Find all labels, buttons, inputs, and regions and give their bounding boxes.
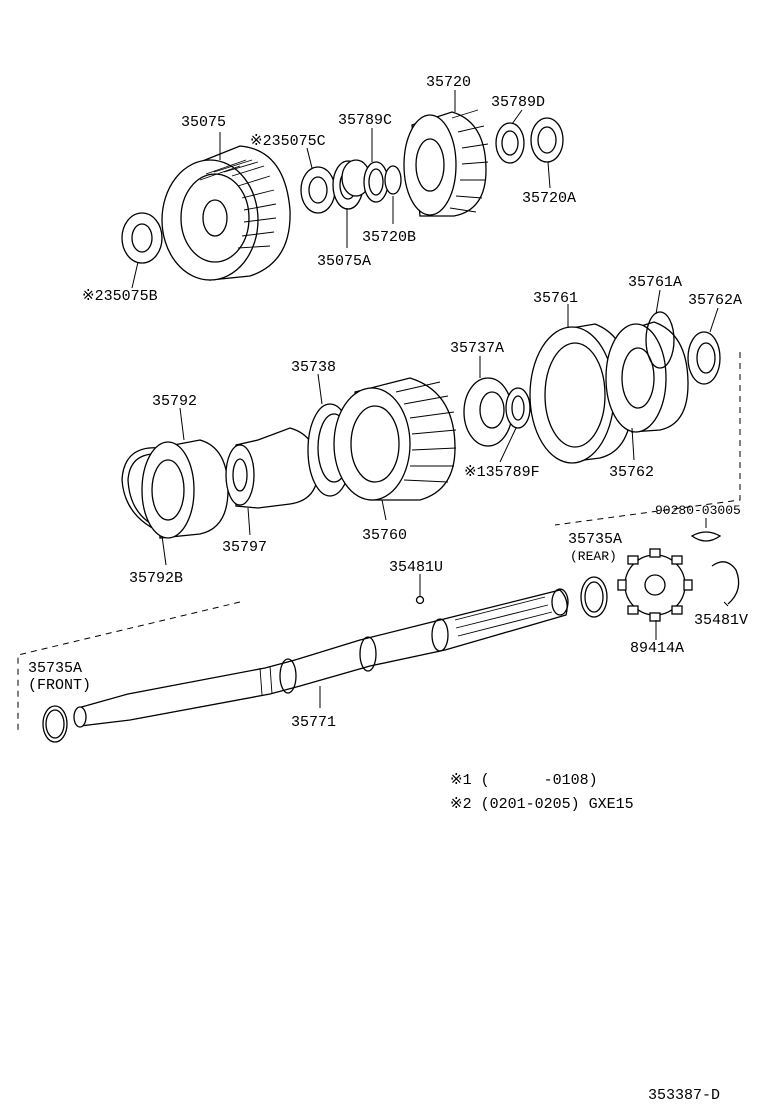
bearing-35792 — [141, 439, 229, 539]
snap-ring-35481v — [711, 561, 740, 605]
label-35797: 35797 — [222, 539, 267, 556]
label-35792: 35792 — [152, 393, 197, 410]
gear-35720 — [403, 109, 489, 217]
label-35075b: ※235075B — [82, 288, 158, 305]
label-35720: 35720 — [426, 74, 471, 91]
bearing-35762a — [687, 331, 721, 385]
label-35789c: 35789C — [338, 112, 392, 129]
label-35738: 35738 — [291, 359, 336, 376]
label-35762: 35762 — [609, 464, 654, 481]
label-35761a: 35761A — [628, 274, 682, 291]
label-35789f: ※135789F — [464, 464, 540, 481]
assembly-outline — [17, 352, 741, 730]
washer-35075b — [121, 212, 163, 264]
snap-ring-35761a — [645, 311, 675, 369]
label-front: (FRONT) — [28, 677, 91, 694]
footnotes: ※1 ( -0108) ※2 (0201-0205) GXE15 — [450, 772, 634, 813]
label-90280-03005: 90280-03005 — [655, 503, 741, 518]
washer-35789f — [505, 387, 531, 429]
bearing-35075a — [332, 159, 371, 210]
label-35762a: 35762A — [688, 292, 742, 309]
part-labels: 35720 35075 35789D 35789C ※235075C 35720… — [28, 74, 748, 731]
label-rear: (REAR) — [570, 549, 617, 564]
label-35075c: ※235075C — [250, 133, 326, 150]
leader-lines — [131, 90, 729, 708]
bearing-35720a — [530, 117, 564, 163]
label-35761: 35761 — [533, 290, 578, 307]
label-35737a: 35737A — [450, 340, 504, 357]
diagram-code: 353387-D — [648, 1087, 720, 1104]
label-35735a-front: 35735A — [28, 660, 82, 677]
label-35481v: 35481V — [694, 612, 748, 629]
ball-35481u — [415, 595, 425, 605]
sensor-rotor-89414a — [617, 548, 693, 622]
label-35735a-rear: 35735A — [568, 531, 622, 548]
washer-35075c — [300, 166, 336, 214]
note-2: ※2 (0201-0205) GXE15 — [450, 796, 634, 813]
ring-35789c — [363, 161, 389, 203]
sleeve-35797 — [225, 427, 319, 509]
label-89414a: 89414A — [630, 640, 684, 657]
label-35792b: 35792B — [129, 570, 183, 587]
clutch-drum-35075 — [161, 145, 291, 281]
label-35481u: 35481U — [389, 559, 443, 576]
snap-ring-35735a-front — [42, 705, 68, 743]
plate-35737a — [463, 377, 513, 447]
label-35760: 35760 — [362, 527, 407, 544]
label-35771: 35771 — [291, 714, 336, 731]
snap-ring-35735a-rear — [580, 576, 608, 618]
label-35075: 35075 — [181, 114, 226, 131]
ring-35720b — [384, 165, 402, 195]
key-90280 — [690, 531, 722, 542]
planetary-carrier-35762 — [605, 321, 689, 433]
label-35789d: 35789D — [491, 94, 545, 111]
washer-35789d — [495, 122, 525, 164]
label-35720b: 35720B — [362, 229, 416, 246]
label-35075a: 35075A — [317, 253, 371, 270]
gear-35760 — [333, 377, 457, 501]
label-35720a: 35720A — [522, 190, 576, 207]
output-shaft-35771 — [73, 588, 569, 728]
note-1: ※1 ( -0108) — [450, 772, 598, 789]
